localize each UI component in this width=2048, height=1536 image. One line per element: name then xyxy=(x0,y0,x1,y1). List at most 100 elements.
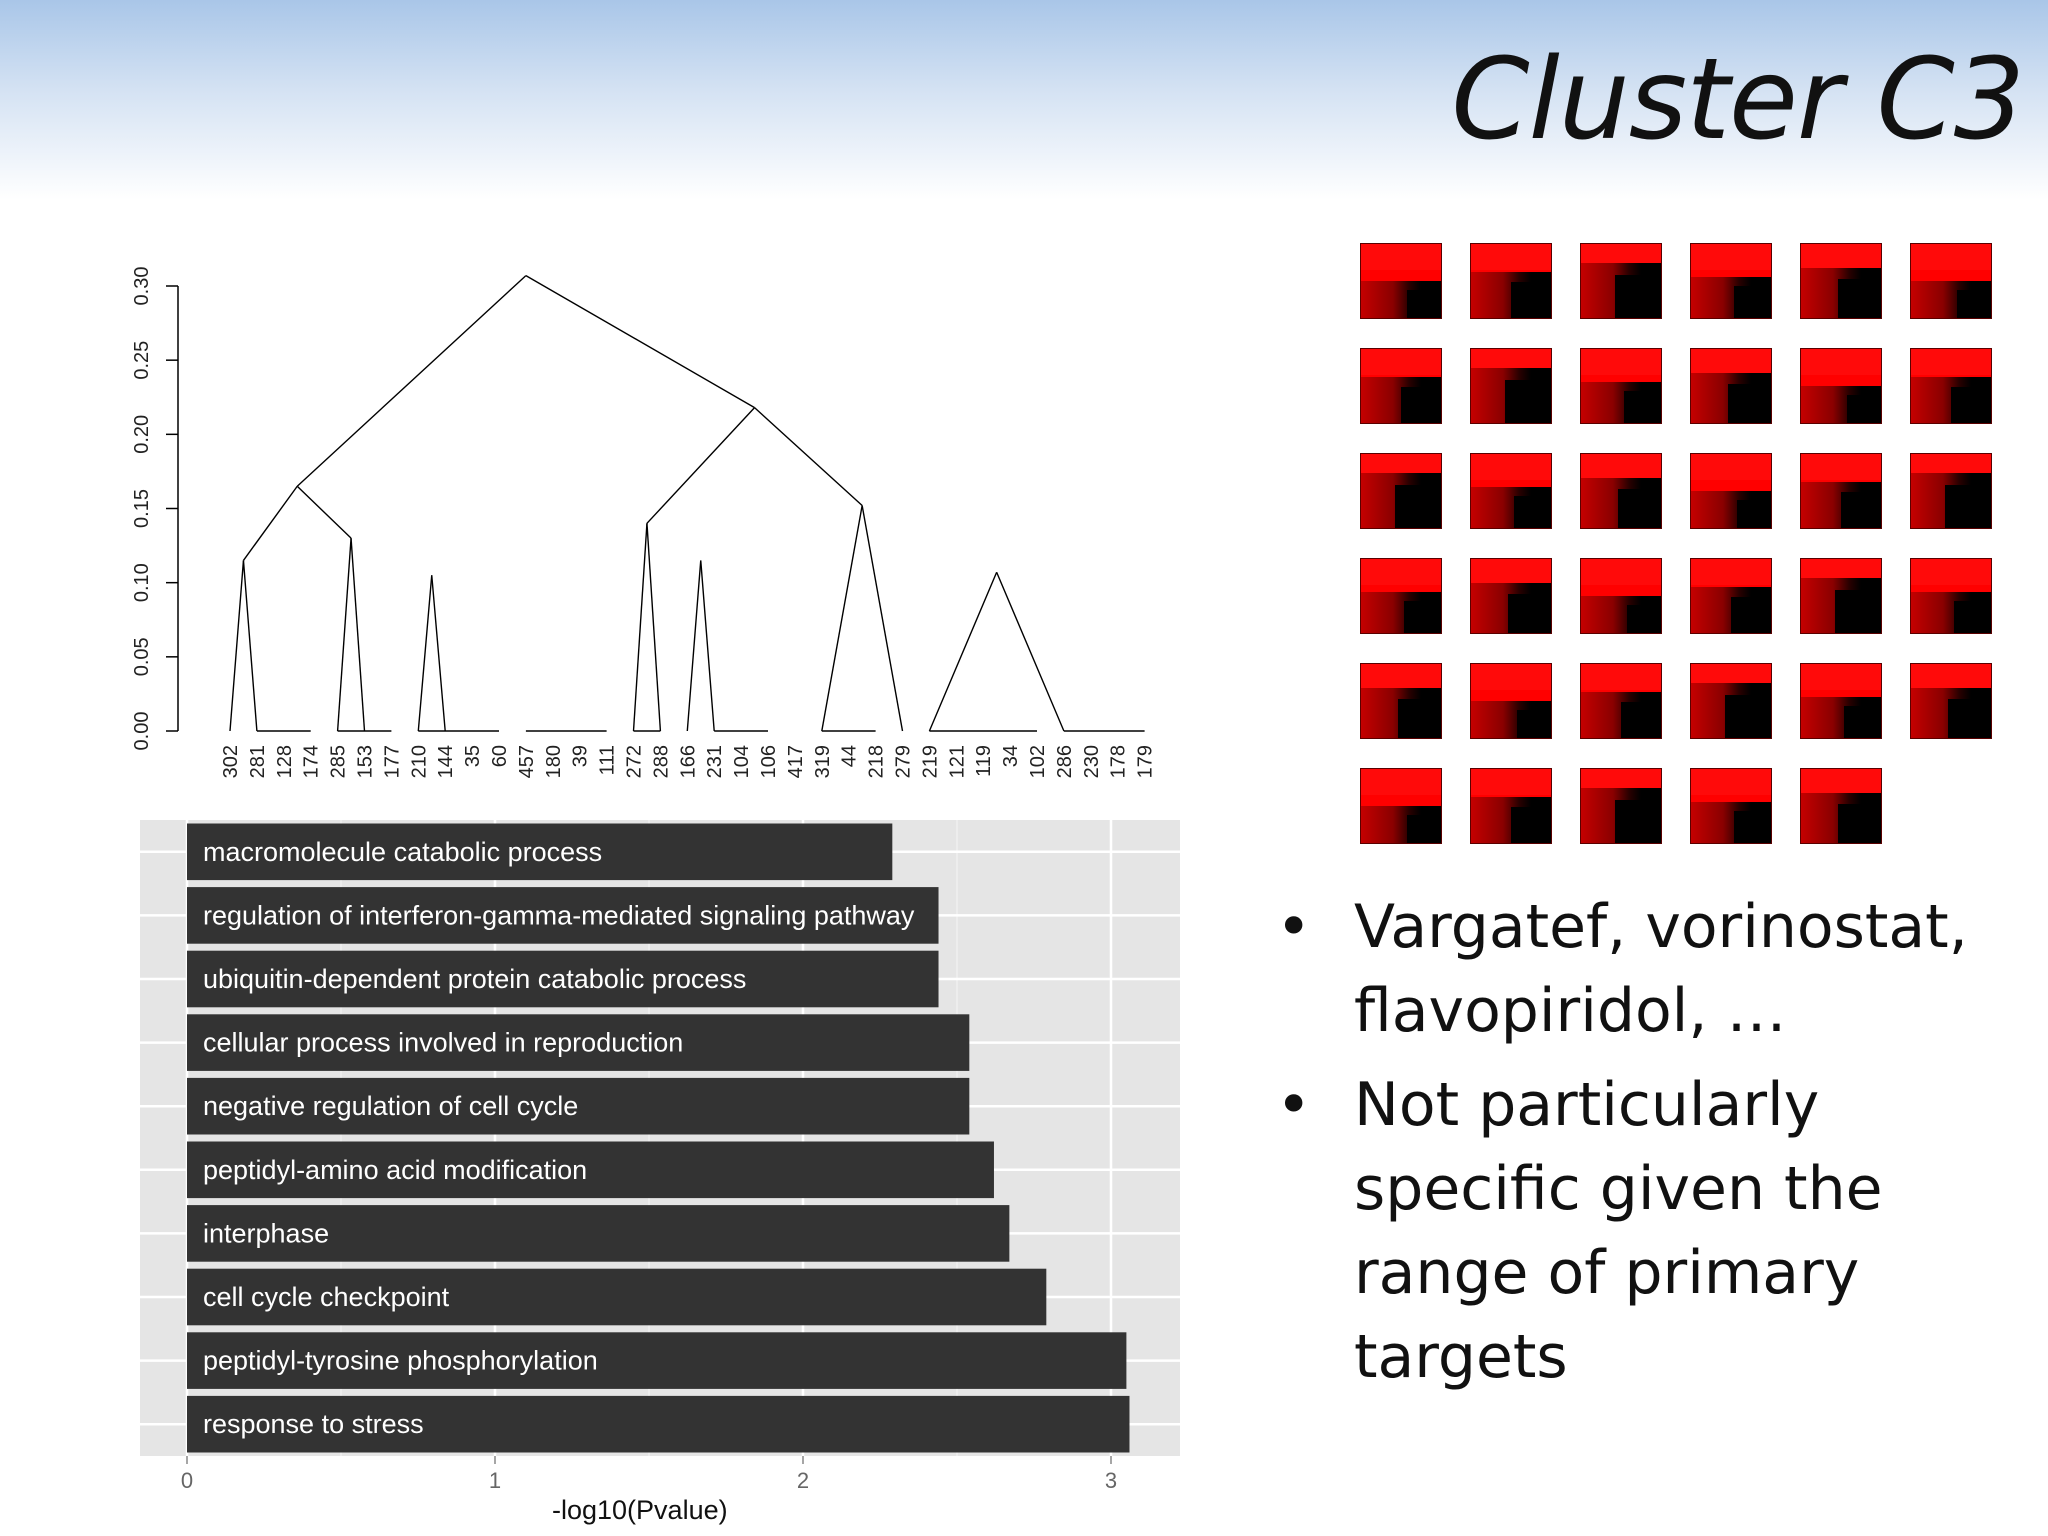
heatmap-cell-block xyxy=(1471,244,1551,270)
heatmap-tile xyxy=(1360,243,1442,319)
bar-label: peptidyl-tyrosine phosphorylation xyxy=(203,1346,598,1376)
dendrogram-branch xyxy=(996,572,1065,732)
bar-label: macromolecule catabolic process xyxy=(203,837,602,867)
leaf-label: 128 xyxy=(274,745,296,778)
heatmap-cell-block xyxy=(1691,454,1771,480)
leaf-label: 302 xyxy=(220,745,242,778)
heatmap-cell-block xyxy=(1731,597,1771,633)
leaf-label: 180 xyxy=(543,745,565,778)
heatmap-cell-block xyxy=(1621,702,1661,738)
heatmap-cell-block xyxy=(1407,289,1441,318)
heatmap-tile xyxy=(1580,768,1662,844)
heatmap-tile xyxy=(1470,558,1552,634)
heatmap-tile xyxy=(1910,663,1992,739)
x-tick-label: 3 xyxy=(1105,1468,1117,1493)
heatmap-cell-block xyxy=(1627,604,1661,633)
leaf-label: 60 xyxy=(489,745,511,767)
heatmap-tile xyxy=(1910,243,1992,319)
heatmap-tile xyxy=(1690,558,1772,634)
leaf-label: 174 xyxy=(301,745,323,778)
bar xyxy=(187,1268,1047,1326)
bar xyxy=(187,1332,1127,1389)
leaf-label: 119 xyxy=(973,745,995,777)
heatmap-tile xyxy=(1580,663,1662,739)
leaf-label: 121 xyxy=(946,745,968,778)
bar xyxy=(187,1395,1130,1453)
y-tick-label: 0.25 xyxy=(131,341,153,380)
heatmap-cell-block xyxy=(1801,349,1881,375)
heatmap-cell-block xyxy=(1951,387,1991,423)
heatmap-cell-block xyxy=(1581,454,1661,480)
heatmap-tile xyxy=(1690,453,1772,529)
heatmap-cell-block xyxy=(1614,800,1661,843)
leaf-label: 272 xyxy=(624,745,646,778)
bar-label: negative regulation of cell cycle xyxy=(203,1091,578,1121)
bar-label: regulation of interferon-gamma-mediated … xyxy=(203,900,915,930)
heatmap-cell-block xyxy=(1504,380,1551,423)
heatmap-cell-block xyxy=(1471,454,1551,480)
bar-label: cellular process involved in reproductio… xyxy=(203,1028,683,1058)
heatmap-cell-block xyxy=(1944,485,1991,528)
y-tick-label: 0.20 xyxy=(131,415,153,454)
heatmap-cell-block xyxy=(1727,383,1771,423)
leaf-label: 417 xyxy=(785,745,807,778)
heatmap-cell-block xyxy=(1691,349,1771,375)
x-axis-label: -log10(Pvalue) xyxy=(552,1495,728,1525)
x-tick-label: 1 xyxy=(489,1468,501,1493)
dendrogram-branch xyxy=(431,575,446,732)
x-tick-label: 2 xyxy=(797,1468,809,1493)
dendrogram-branch xyxy=(821,505,863,732)
heatmap-tile xyxy=(1360,348,1442,424)
heatmap-tile xyxy=(1800,663,1882,739)
heatmap-cell-block xyxy=(1361,769,1441,795)
bar-label: peptidyl-amino acid modification xyxy=(203,1155,587,1185)
heatmap-cell-block xyxy=(1691,769,1771,795)
heatmap-cell-block xyxy=(1361,664,1441,690)
leaf-label: 39 xyxy=(570,745,592,767)
leaf-label: 279 xyxy=(893,745,915,778)
heatmap-tile xyxy=(1690,243,1772,319)
leaf-label: 34 xyxy=(1000,745,1022,767)
bar xyxy=(187,823,893,881)
bullet-text: Not particularly specific given the rang… xyxy=(1354,1070,1883,1392)
heatmap-tile xyxy=(1910,453,1992,529)
dendrogram-branch xyxy=(336,538,352,732)
heatmap-tile xyxy=(1470,243,1552,319)
heatmap-cell-block xyxy=(1361,244,1441,270)
leaf-label: 111 xyxy=(597,745,619,775)
heatmap-tile xyxy=(1470,768,1552,844)
heatmap-tile xyxy=(1800,348,1882,424)
leaf-label: 288 xyxy=(650,745,672,778)
leaf-label: 104 xyxy=(731,745,753,778)
heatmap-tile xyxy=(1360,768,1442,844)
leaf-label: 230 xyxy=(1081,745,1103,778)
heatmap-cell-block xyxy=(1361,349,1441,375)
dendrogram-branch xyxy=(296,275,527,487)
go-enrichment-bar-chart: macromolecule catabolic process regulatio… xyxy=(140,820,1180,1525)
heatmap-cell-block xyxy=(1801,664,1881,690)
heatmap-cell-block xyxy=(1801,769,1881,795)
heatmap-tile xyxy=(1470,348,1552,424)
dendrogram-branch xyxy=(686,560,702,732)
heatmap-tile xyxy=(1800,558,1882,634)
heatmap-cell-block xyxy=(1724,695,1771,738)
heatmap-cell-block xyxy=(1471,664,1551,690)
bar xyxy=(187,1014,970,1071)
leaf-label: 153 xyxy=(355,745,377,778)
leaf-label: 178 xyxy=(1108,745,1130,778)
bullet-dot-icon: • xyxy=(1276,892,1312,962)
heatmap-cell-block xyxy=(1737,499,1771,528)
heatmap-tile xyxy=(1580,243,1662,319)
heatmap-cell-block xyxy=(1507,593,1551,633)
x-tick-label: 0 xyxy=(181,1468,193,1493)
heatmap-cell-block xyxy=(1361,559,1441,585)
heatmap-cell-block xyxy=(1834,590,1881,633)
heatmap-tile xyxy=(1800,768,1882,844)
heatmap-cell-block xyxy=(1911,664,1991,690)
bar xyxy=(187,950,939,1008)
heatmap-cell-block xyxy=(1404,601,1441,633)
bar-label: response to stress xyxy=(203,1409,424,1439)
y-tick-label: 0.30 xyxy=(131,267,153,306)
leaf-label: 177 xyxy=(381,745,403,778)
